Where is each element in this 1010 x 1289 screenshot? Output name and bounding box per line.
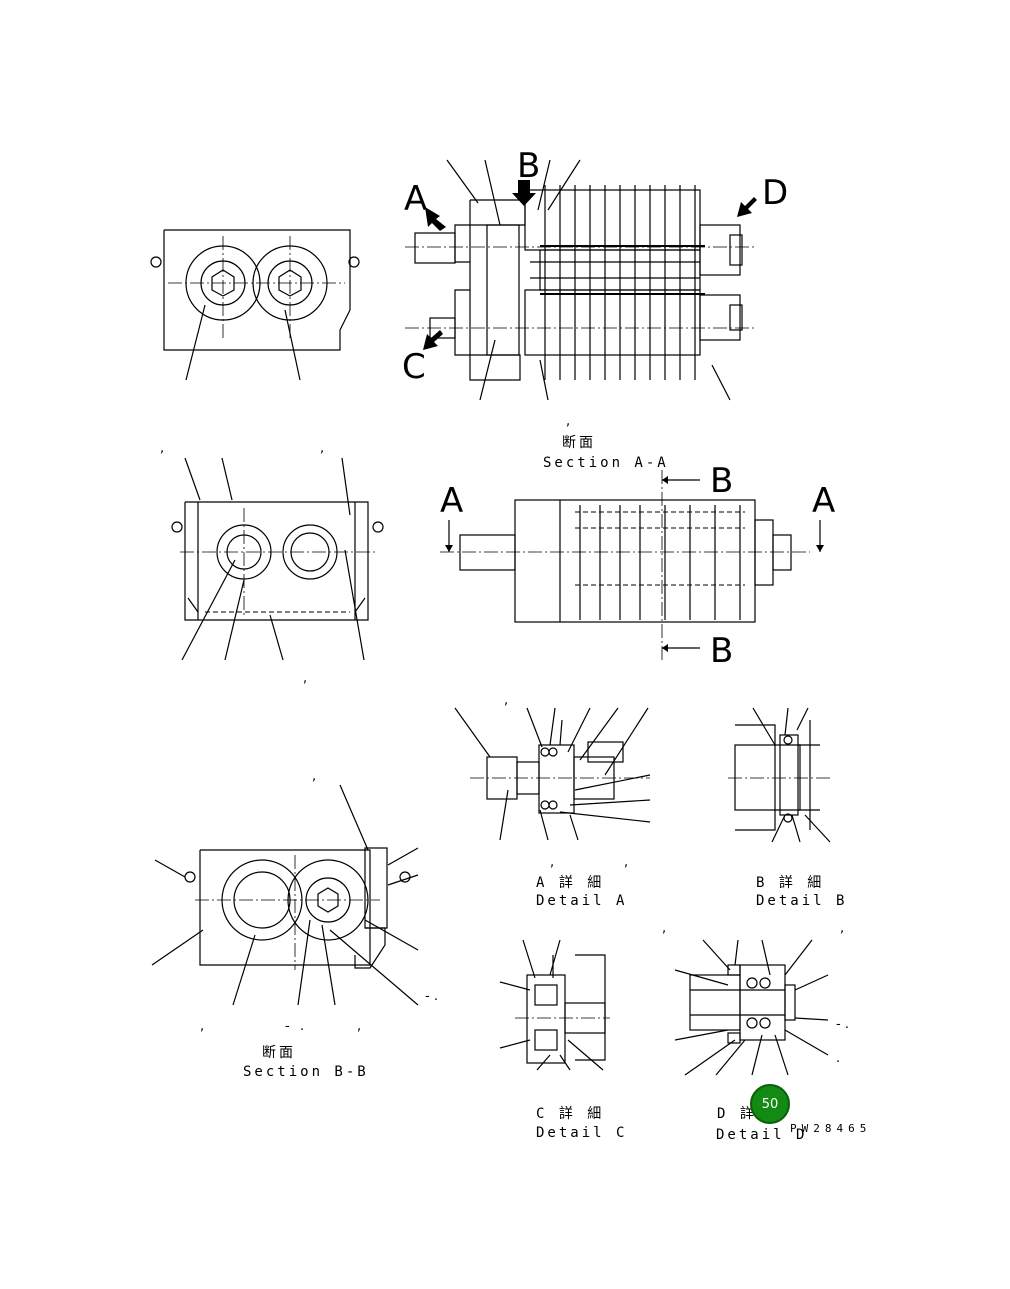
svg-text:,: ,	[312, 769, 316, 784]
detail-a-view	[454, 707, 651, 841]
svg-text:- .: - .	[836, 1017, 849, 1032]
svg-text:,: ,	[566, 414, 570, 429]
section-aa-jp: 断面	[562, 435, 596, 451]
detail-c-title: Detail C	[536, 1125, 627, 1141]
svg-text:,: ,	[160, 441, 164, 456]
svg-text:,: ,	[357, 1019, 361, 1034]
detail-b-view	[728, 707, 831, 843]
detail-c-view	[499, 939, 610, 1071]
svg-text:.: .	[300, 1019, 304, 1034]
section-bb-jp: 断面	[262, 1045, 296, 1061]
letter-b-upper: B	[710, 461, 733, 501]
cutter-blades	[544, 185, 696, 380]
letter-a-left: A	[440, 481, 463, 521]
arrow-b-icon	[512, 180, 536, 206]
letter-c-top: C	[402, 347, 426, 387]
svg-text:,: ,	[303, 671, 307, 686]
section-bb-view	[151, 784, 419, 1006]
section-aa-title: Section A-A	[543, 455, 669, 471]
arrow-c-icon	[423, 330, 443, 350]
side-view-middle	[440, 470, 824, 660]
detail-a-title: Detail A	[536, 893, 627, 909]
letter-d-top: D	[762, 173, 788, 213]
detail-d-title: Detail D	[716, 1127, 807, 1143]
svg-text:- .: - .	[425, 989, 438, 1004]
arrow-a-icon	[425, 207, 446, 231]
svg-text:,: ,	[200, 1019, 204, 1034]
detail-b-jp: B 詳 細	[756, 875, 824, 891]
svg-text:-: -	[285, 1019, 290, 1034]
letter-b-lower: B	[710, 631, 733, 671]
svg-text:,: ,	[662, 921, 666, 936]
front-view-middle	[171, 457, 384, 661]
section-aa-view	[405, 159, 757, 401]
detail-a-jp: A 詳 細	[536, 875, 604, 891]
svg-text:,: ,	[550, 855, 554, 870]
page-number-badge[interactable]: 50	[750, 1084, 790, 1124]
end-view-top	[150, 229, 360, 381]
drawing-number: PW28465	[790, 1122, 871, 1135]
svg-text:.: .	[836, 1051, 840, 1066]
detail-d-view	[674, 939, 829, 1076]
svg-text:,: ,	[840, 921, 844, 936]
letter-a-right: A	[812, 481, 835, 521]
svg-text:,: ,	[320, 441, 324, 456]
detail-d-jp: D 詳	[717, 1106, 757, 1122]
letter-a-top: A	[404, 179, 427, 219]
detail-b-title: Detail B	[756, 893, 847, 909]
detail-c-jp: C 詳 細	[536, 1106, 604, 1122]
arrow-d-icon	[737, 197, 757, 217]
svg-text:,: ,	[624, 855, 628, 870]
letter-b-top: B	[517, 146, 540, 186]
section-bb-title: Section B-B	[243, 1064, 369, 1080]
svg-text:,: ,	[504, 693, 508, 708]
